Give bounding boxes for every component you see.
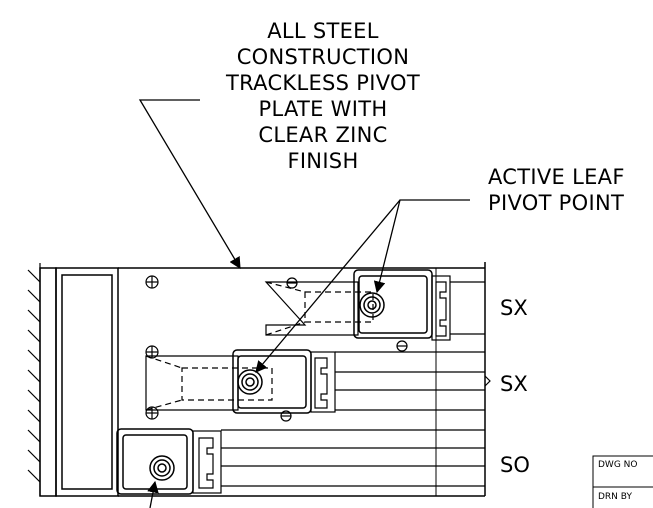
callout-line: CONSTRUCTION [236, 45, 410, 69]
middle-pivot-bracket [232, 349, 312, 414]
active-leaf-pivot-bracket [353, 269, 433, 339]
active-leaf-leader-top [373, 199, 470, 294]
top-sx-panel-rails [431, 275, 485, 341]
pivot-plate [118, 262, 486, 497]
middle-sx-panel-rails [310, 351, 491, 413]
callout-line: TRACKLESS PIVOT [225, 71, 420, 95]
panel-label-sx-top: SX [500, 296, 528, 320]
callout-line: CLEAR ZINC [258, 123, 388, 147]
top-leaf-arm [264, 281, 374, 336]
callout-line: ALL STEEL [267, 19, 379, 43]
title-block-drn-by: DRN BY [598, 492, 632, 502]
steel-plate-leader [138, 99, 241, 270]
bottom-pivot-leader [147, 480, 159, 508]
panel-label-so-bottom: SO [500, 453, 530, 477]
active-leaf-callout: ACTIVE LEAF PIVOT POINT [488, 164, 625, 216]
jamb-frame [39, 267, 119, 497]
callout-line: PLATE WITH [258, 97, 388, 121]
callout-line: FINISH [287, 149, 359, 173]
leader-lines [138, 99, 470, 508]
panel-label-sx-middle: SX [500, 372, 528, 396]
steel-plate-callout: ALL STEEL CONSTRUCTION TRACKLESS PIVOT P… [188, 18, 458, 174]
wall-hatch [27, 263, 41, 496]
title-block-lines [592, 455, 653, 508]
title-block-dwg-no: DWG NO [598, 460, 638, 470]
callout-line: PIVOT POINT [488, 191, 625, 215]
active-leaf-leader-mid [255, 199, 401, 373]
callout-line: ACTIVE LEAF [488, 165, 625, 189]
bottom-so-panel-rails [192, 429, 485, 494]
middle-leaf-arm [145, 355, 273, 411]
